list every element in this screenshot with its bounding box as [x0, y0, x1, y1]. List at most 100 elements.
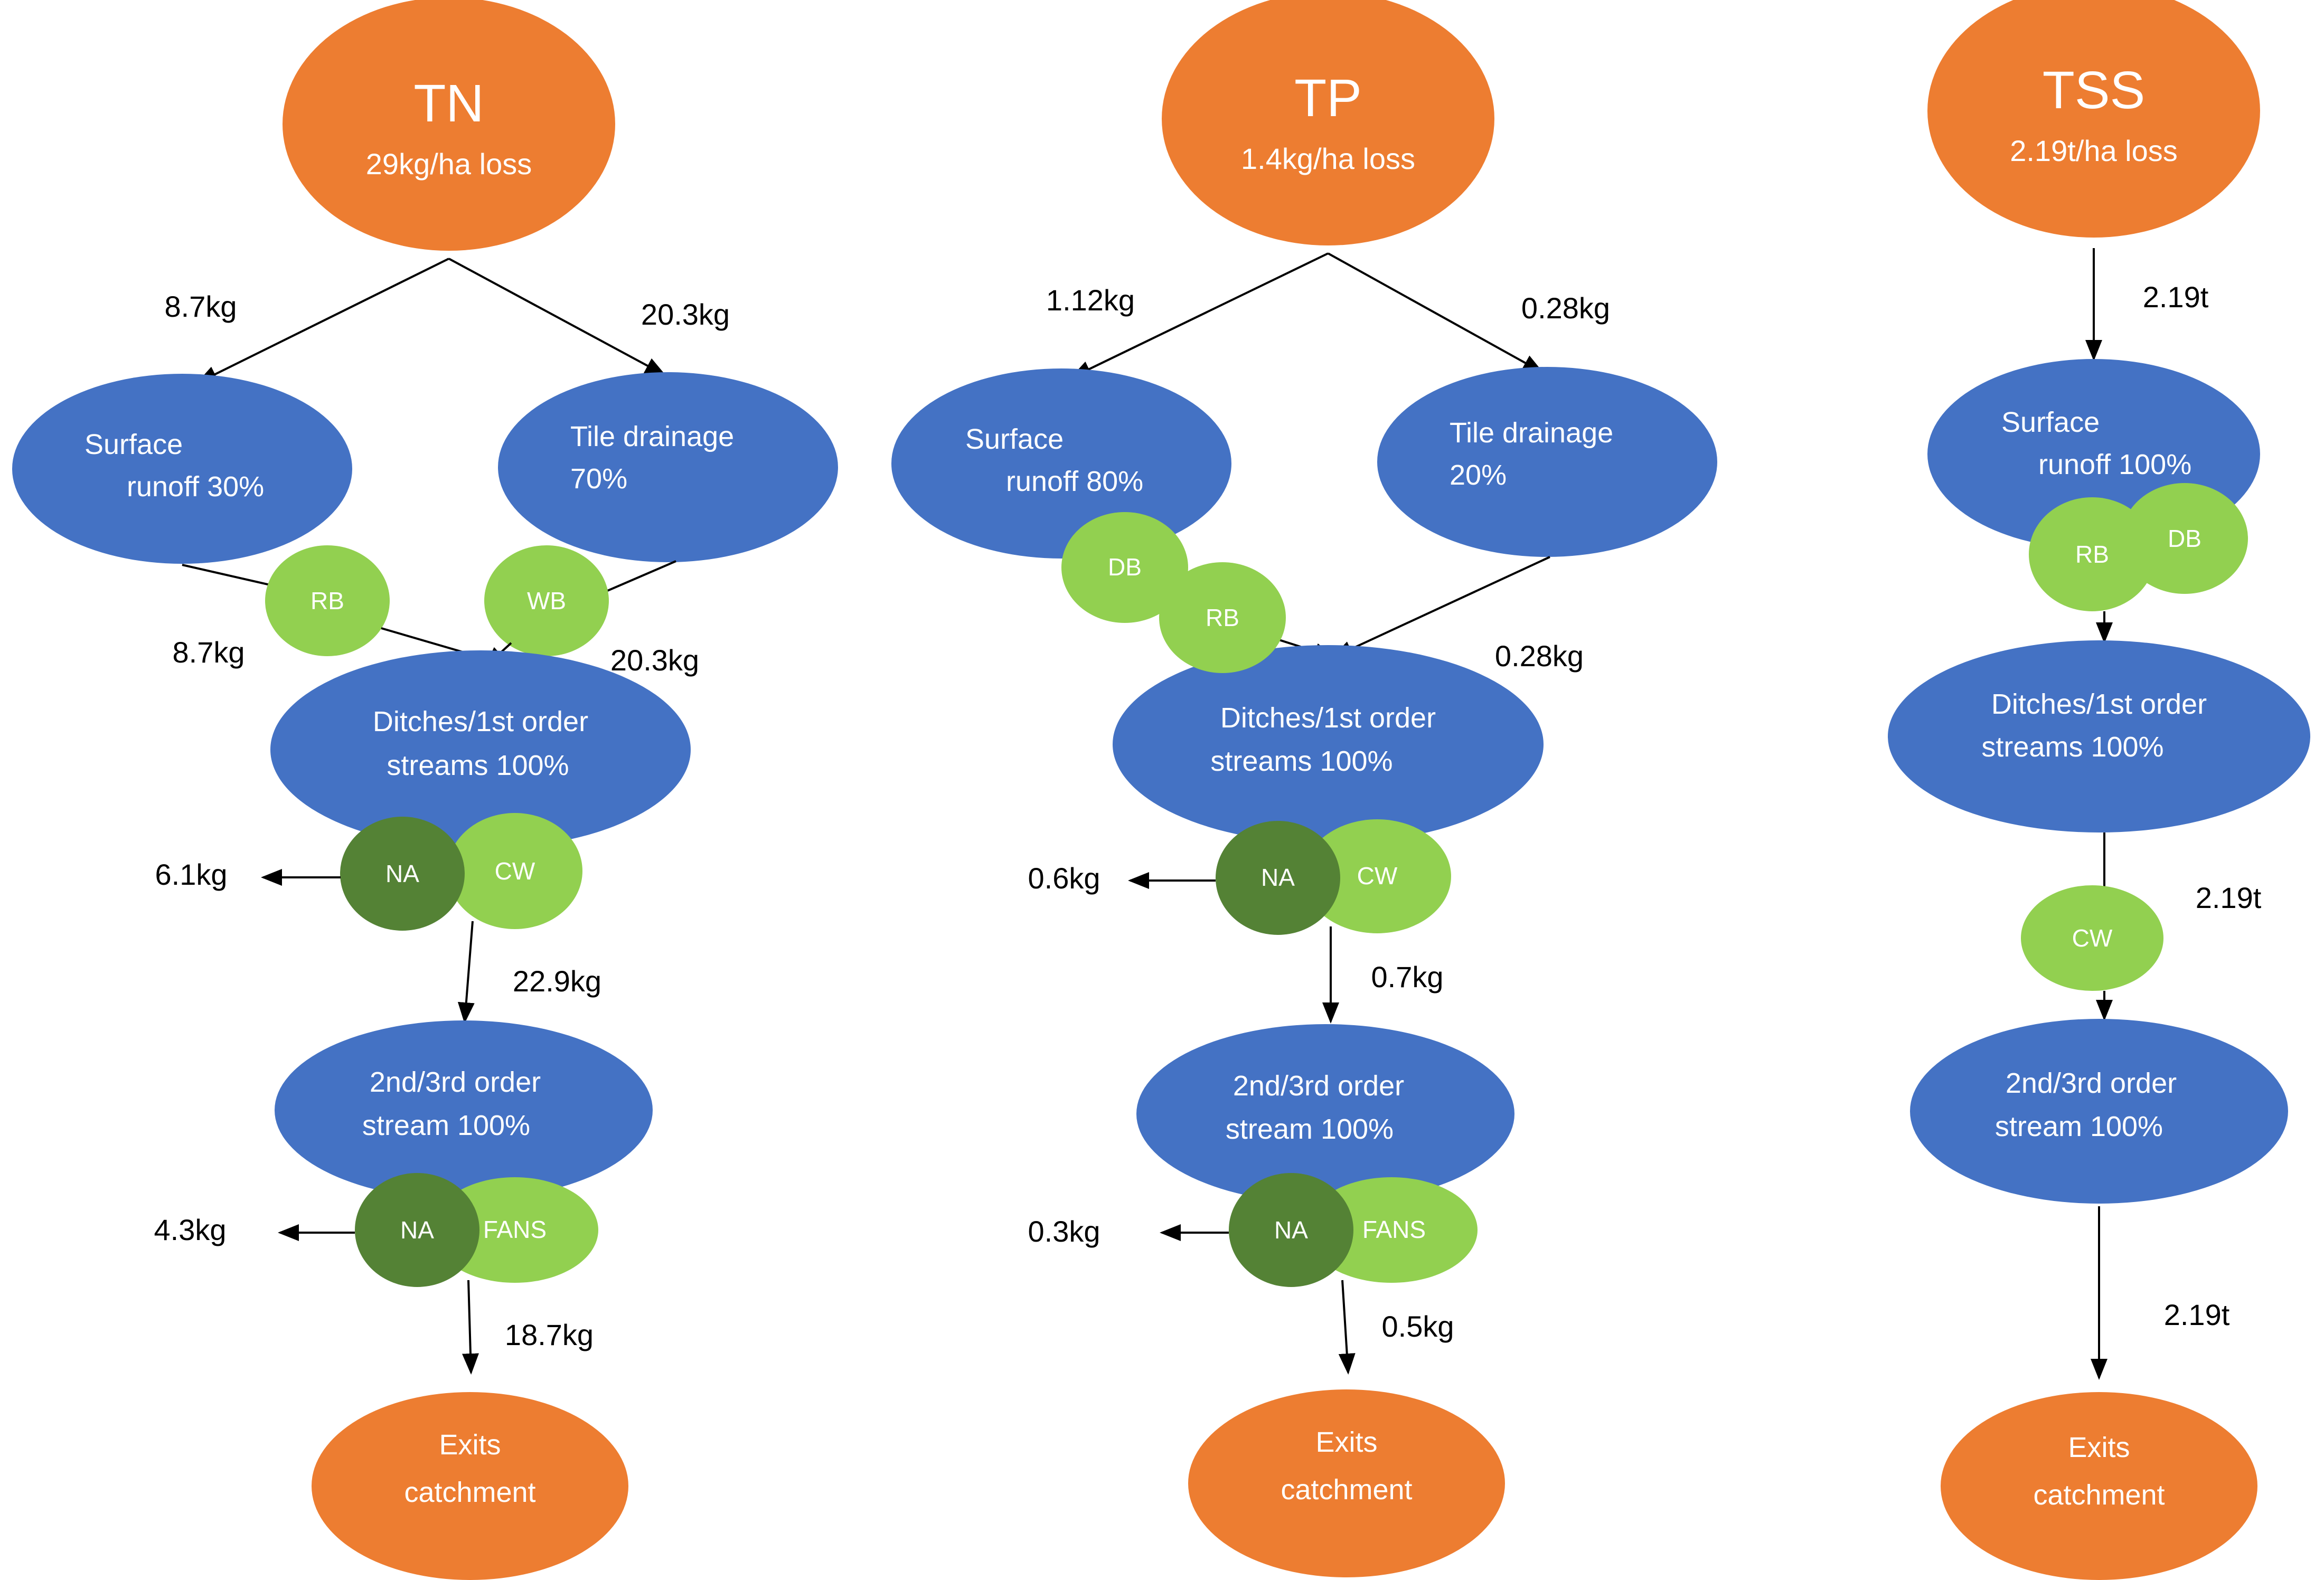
tn-stream-line2: stream 100% [362, 1110, 530, 1141]
tp-tile-split-label: 0.28kg [1521, 291, 1610, 325]
tn-to-exit-label: 18.7kg [505, 1318, 594, 1351]
tn-ditches-line1: Ditches/1st order [373, 706, 588, 737]
tp-tile-to-ditch-label: 0.28kg [1495, 639, 1584, 673]
tss-stream-node [1910, 1019, 2288, 1204]
tn-source-node [283, 0, 615, 251]
tp-title: TP [1294, 69, 1362, 128]
tss-to-stream-label: 2.19t [2196, 881, 2262, 914]
tp-column: TP 1.4kg/ha loss 1.12kg 0.28kg Surface r… [891, 0, 1717, 1577]
tn-tile-split-label: 20.3kg [641, 298, 730, 331]
tn-title: TN [413, 74, 484, 133]
tn-loss-label: 29kg/ha loss [366, 147, 532, 181]
tp-cw-node [1303, 819, 1451, 933]
tn-to-exit-arrow [462, 1280, 479, 1375]
tss-rb-label: RB [2075, 541, 2109, 568]
tp-stream-node [1136, 1024, 1514, 1204]
tn-wb-label: WB [527, 587, 566, 614]
tn-stream-node [275, 1020, 653, 1200]
tn-na2-label: NA [400, 1216, 434, 1244]
tss-cw-node [2021, 885, 2163, 991]
tn-surface-to-rb-line [182, 564, 275, 587]
tn-rb-node [265, 545, 390, 656]
tn-na2-node [355, 1173, 479, 1287]
tn-exit-line1: Exits [439, 1429, 501, 1461]
tn-na1-node [340, 817, 465, 931]
tn-ditches-line2: streams 100% [387, 750, 569, 781]
tp-to-exit-arrow [1338, 1280, 1356, 1375]
tp-surface-runoff-line1: Surface [965, 423, 1064, 455]
tss-loss-label: 2.19t/ha loss [2010, 134, 2178, 167]
tn-surface-split-label: 8.7kg [165, 290, 237, 323]
tp-stream-line1: 2nd/3rd order [1233, 1070, 1404, 1102]
tn-na2-loss-label: 4.3kg [154, 1213, 227, 1246]
tp-to-exit-label: 0.5kg [1382, 1310, 1454, 1343]
tp-surface-runoff-node [891, 368, 1231, 559]
tn-cw-node [447, 813, 582, 929]
tn-tile-drainage-line2: 70% [570, 463, 627, 495]
tss-cw-label: CW [2072, 924, 2113, 952]
tn-fans-node [431, 1177, 598, 1283]
tss-stream-line2: stream 100% [1995, 1111, 2163, 1142]
tp-tile-drainage-line1: Tile drainage [1450, 417, 1613, 449]
tn-stream-line1: 2nd/3rd order [370, 1066, 541, 1098]
tp-loss-label: 1.4kg/ha loss [1241, 142, 1415, 175]
tp-fans-node [1305, 1177, 1478, 1283]
tn-ditches-node [270, 650, 691, 849]
tp-na2-node [1229, 1173, 1353, 1287]
tp-source-node [1162, 0, 1494, 245]
tp-rb-node [1159, 562, 1286, 673]
tp-rb-label: RB [1206, 604, 1239, 631]
tp-tile-drainage-line2: 20% [1450, 459, 1507, 491]
tn-surface-runoff-line1: Surface [84, 429, 183, 460]
tp-ditches-node [1113, 645, 1544, 844]
tss-surface-runoff-line2: runoff 100% [2038, 449, 2191, 480]
tss-exit-line2: catchment [2033, 1479, 2165, 1511]
tp-stream-line2: stream 100% [1226, 1113, 1394, 1145]
tss-surface-flow-label: 2.19t [2143, 280, 2209, 314]
tn-na1-loss-label: 6.1kg [155, 858, 228, 891]
tp-na1-label: NA [1261, 864, 1295, 891]
tn-cw-label: CW [495, 857, 535, 885]
tss-stream-line1: 2nd/3rd order [2006, 1067, 2177, 1099]
tn-surface-runoff-node [12, 374, 352, 564]
tss-source-node [1927, 0, 2260, 238]
tss-exit-line1: Exits [2068, 1432, 2130, 1463]
tss-ditches-line1: Ditches/1st order [1991, 688, 2207, 720]
tp-surface-runoff-line2: runoff 80% [1006, 466, 1143, 497]
tn-tile-drainage-line1: Tile drainage [570, 421, 734, 452]
tn-exit-node [312, 1392, 628, 1580]
tp-exit-line1: Exits [1315, 1426, 1377, 1458]
tp-tile-drainage-node [1377, 367, 1717, 557]
tss-surface-runoff-line1: Surface [2001, 406, 2100, 438]
tn-rb-label: RB [311, 587, 344, 614]
tn-to-stream-arrow [457, 921, 475, 1024]
tp-tile-to-ditch-arrow [1331, 556, 1550, 658]
tn-surface-to-ditch-label: 8.7kg [173, 636, 245, 669]
tn-fans-label: FANS [483, 1216, 547, 1243]
tss-exit-node [1941, 1392, 2257, 1580]
tp-to-stream-label: 0.7kg [1371, 960, 1444, 994]
tn-na1-label: NA [385, 860, 419, 887]
tss-title: TSS [2043, 61, 2145, 120]
tp-db-label: DB [1108, 553, 1142, 581]
tp-arrow-to-surface [1070, 252, 1329, 379]
tn-column: TN 29kg/ha loss 8.7kg 20.3kg Surface run… [12, 0, 838, 1580]
tp-na1-loss-label: 0.6kg [1028, 862, 1100, 895]
tss-column: TSS 2.19t/ha loss 2.19t Surface runoff 1… [1888, 0, 2310, 1580]
tn-tile-drainage-node [498, 372, 838, 562]
tp-exit-node [1188, 1389, 1505, 1577]
tn-surface-runoff-line2: runoff 30% [127, 471, 264, 503]
tss-ditches-node [1888, 640, 2310, 832]
tp-arrow-to-tile [1328, 252, 1544, 373]
tp-fans-label: FANS [1362, 1216, 1426, 1243]
tn-arrow-to-tile [448, 258, 666, 376]
tp-exit-line2: catchment [1281, 1474, 1412, 1506]
tp-na1-node [1216, 821, 1340, 935]
tn-wb-node [484, 545, 609, 656]
tn-arrow-to-surface [196, 258, 449, 384]
tn-to-stream-label: 22.9kg [513, 964, 601, 998]
tp-db-node [1061, 512, 1188, 623]
tss-db-label: DB [2168, 525, 2201, 552]
tp-surface-split-label: 1.12kg [1046, 283, 1135, 317]
tp-ditches-line2: streams 100% [1210, 745, 1392, 777]
